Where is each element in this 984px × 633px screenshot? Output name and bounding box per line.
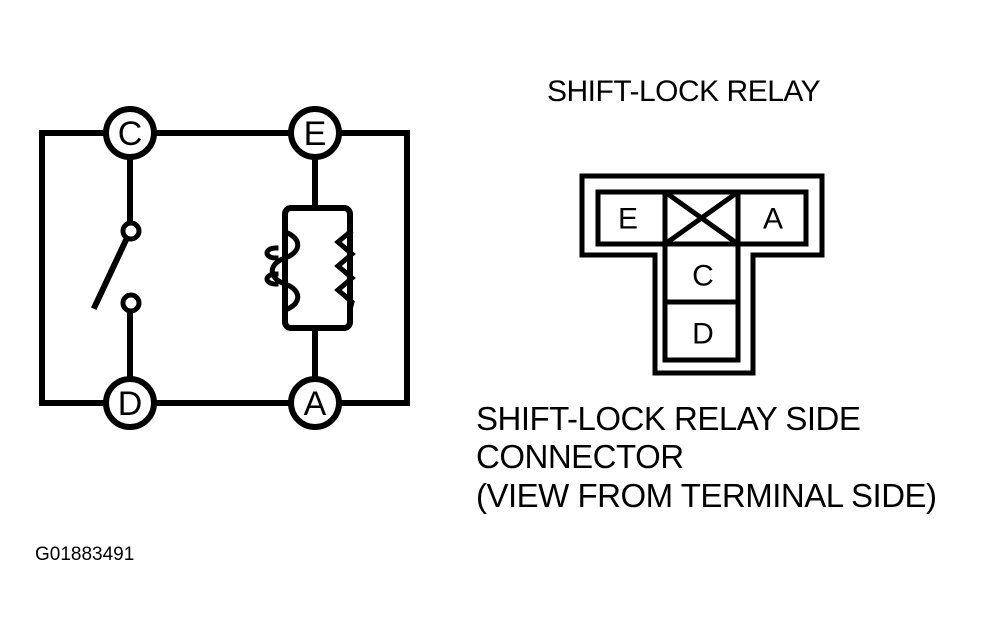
connector-outer-outline <box>579 173 825 376</box>
relay-schematic: C E D A <box>39 106 410 430</box>
switch-upper-contact <box>120 220 142 242</box>
svg-text:D: D <box>118 385 143 423</box>
switch-blade <box>91 236 130 310</box>
resistor-zigzag <box>334 228 356 314</box>
diagram-title: SHIFT-LOCK RELAY <box>547 75 821 108</box>
coil-winding <box>269 228 301 314</box>
connector-pin-a: A <box>763 203 783 236</box>
terminal-c: C <box>103 106 157 160</box>
connector-pin-d: D <box>692 318 714 351</box>
switch-lower-contact <box>120 292 142 314</box>
connector-pin-e: E <box>618 203 638 236</box>
caption-line-3: (VIEW FROM TERMINAL SIDE) <box>476 477 937 514</box>
caption-line-2: CONNECTOR <box>476 438 684 475</box>
caption-line-1: SHIFT-LOCK RELAY SIDE <box>476 400 860 437</box>
empty-cavity-cross-2 <box>663 189 740 247</box>
terminal-d: D <box>103 376 157 430</box>
terminal-a: A <box>288 376 342 430</box>
figure-code: G01883491 <box>35 544 134 565</box>
terminal-e: E <box>288 106 342 160</box>
connector-pin-c: C <box>692 260 714 293</box>
svg-text:A: A <box>304 385 327 423</box>
svg-text:E: E <box>304 115 327 153</box>
connector-cell-d <box>662 299 741 363</box>
right-outer-wire <box>337 130 410 406</box>
connector-caption: SHIFT-LOCK RELAY SIDE CONNECTOR (VIEW FR… <box>476 400 937 514</box>
svg-text:C: C <box>118 115 143 153</box>
coil-loops <box>264 245 279 287</box>
relay-side-connector: E A C D <box>579 173 825 376</box>
left-outer-wire <box>39 130 108 406</box>
